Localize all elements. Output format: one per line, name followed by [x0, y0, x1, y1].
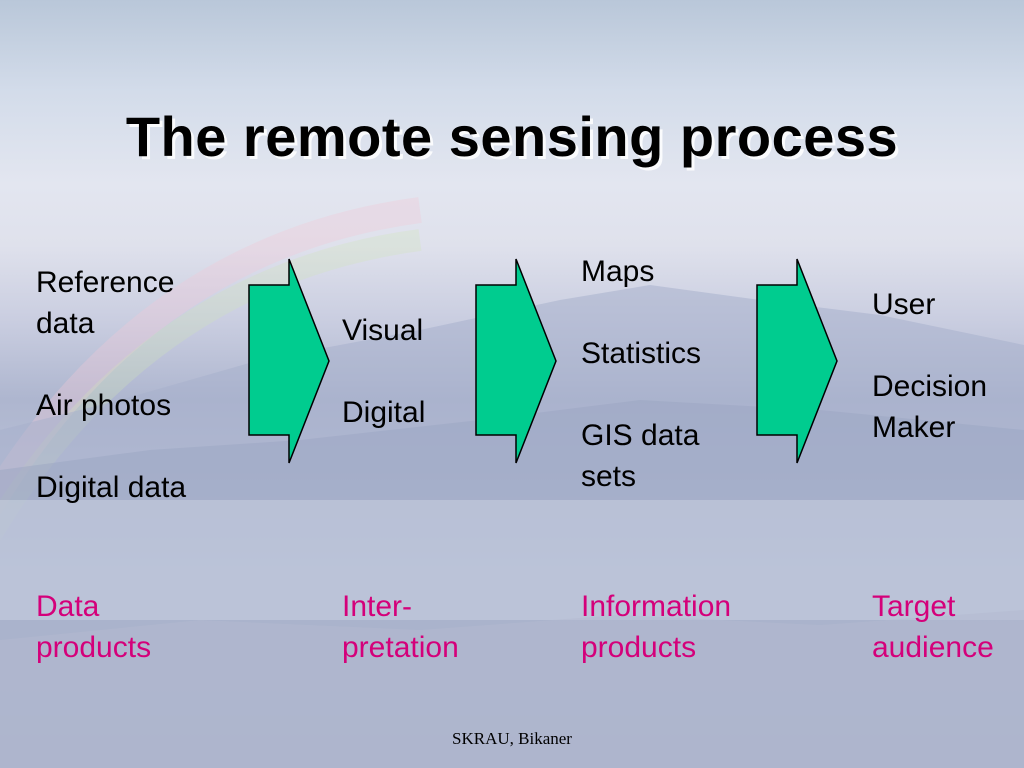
slide-title: The remote sensing process: [125, 105, 899, 168]
flow-arrow-2: [475, 258, 557, 464]
flow-arrow-3: [756, 258, 838, 464]
flow-arrow-1: [248, 258, 330, 464]
column-information-products: Maps Statistics GIS data sets: [581, 251, 701, 497]
category-label-target-audience: Target audience: [872, 590, 994, 664]
column-target-audience: User Decision Maker: [872, 284, 987, 448]
list-item: Statistics: [581, 337, 702, 370]
list-item: GIS data sets: [581, 419, 700, 493]
list-item: Maps: [581, 255, 655, 288]
list-item: Visual: [342, 314, 424, 347]
list-item: Air photos: [36, 389, 172, 422]
category-label-interpretation: Inter- pretation: [342, 590, 459, 664]
list-item: Decision Maker: [872, 370, 988, 444]
list-item: Reference data: [36, 266, 175, 340]
column-interpretation: Visual Digital: [342, 310, 425, 433]
list-item: Digital: [342, 396, 426, 429]
column-data-sources: Reference data Air photos Digital data: [36, 262, 186, 508]
footer-credit: SKRAU, Bikaner: [452, 729, 572, 748]
list-item: User: [872, 288, 936, 321]
category-label-data-products: Data products: [36, 590, 152, 664]
category-label-information-products: Information products: [581, 590, 732, 664]
list-item: Digital data: [36, 471, 187, 504]
